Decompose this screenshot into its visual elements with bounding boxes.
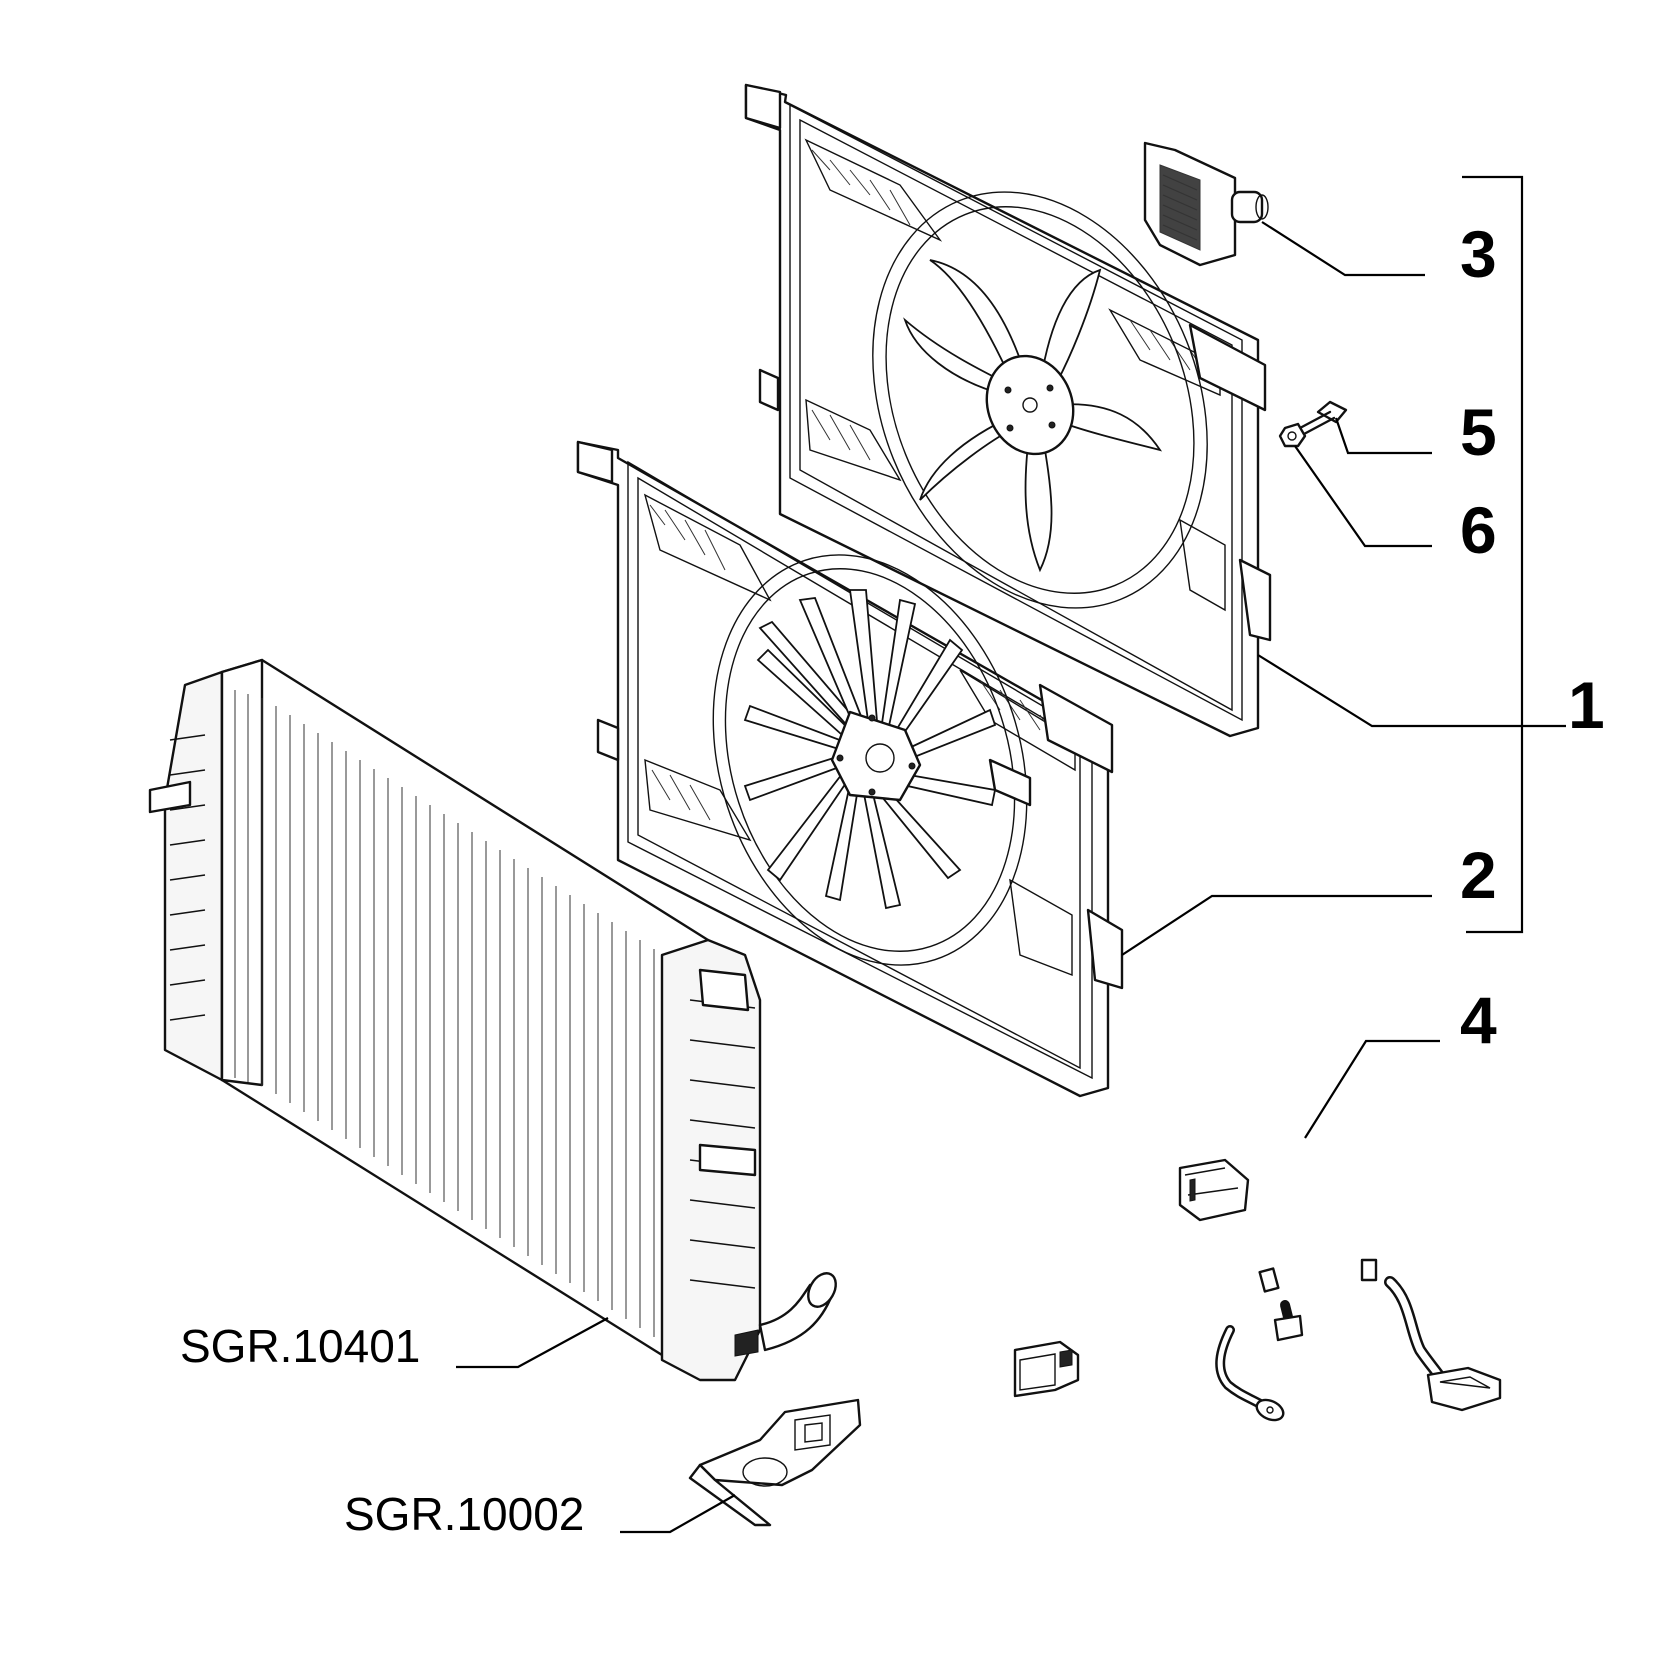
radiator-fins: [234, 690, 655, 1337]
mounting-bracket: [688, 1398, 862, 1527]
callout-3: 3: [1460, 217, 1497, 291]
callout-6: 6: [1460, 493, 1497, 567]
ref-sgr-10401: SGR.10401: [180, 1320, 420, 1372]
leader-2: [1121, 894, 1432, 956]
leader-5: [1334, 417, 1432, 455]
fan-shroud-assembly-1: [744, 83, 1272, 738]
leader-3: [1261, 221, 1425, 277]
fan-shroud-2: [576, 440, 1124, 1098]
bolt-5: [1298, 400, 1348, 436]
leader-4: [1304, 1039, 1440, 1139]
leader-6: [1294, 445, 1432, 548]
nut-6: [1278, 422, 1307, 448]
ref-sgr-10002: SGR.10002: [344, 1488, 584, 1540]
leader-sgr-10401: [456, 1317, 609, 1369]
fan-control-module-3: [1143, 141, 1269, 267]
callout-4: 4: [1460, 983, 1497, 1057]
group-bracket: [1462, 175, 1524, 934]
wiring-harness-4: [1013, 1138, 1502, 1422]
leader-1: [1257, 654, 1566, 728]
callout-1: 1: [1568, 668, 1605, 742]
radiator: [148, 658, 837, 1382]
callout-2: 2: [1460, 838, 1497, 912]
leader-sgr-10002: [620, 1494, 736, 1534]
callout-5: 5: [1460, 395, 1497, 469]
